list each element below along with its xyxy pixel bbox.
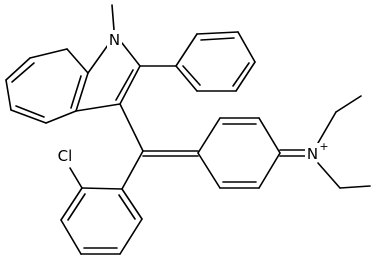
iminium-charge-label: + [319, 140, 328, 153]
chlorine-atom: Cl [52, 146, 78, 165]
indole-nitrogen-atom: N [107, 30, 122, 49]
indole-to-central-bond [119, 103, 144, 152]
indole-nitrogen-label: N [109, 31, 120, 49]
chlorine-label: Cl [58, 147, 73, 165]
n-methyl-bond [111, 4, 115, 31]
indole-benzo-ring [5, 48, 89, 124]
chlorophenyl-ring [60, 187, 143, 255]
iminium-nitrogen-label: N [307, 145, 318, 163]
ethyl-groups [317, 95, 371, 189]
central-to-chlorophenyl-bond [121, 150, 144, 190]
c-cl-bond [69, 167, 83, 189]
exocyclic-double-bond [142, 150, 199, 157]
iminium-nitrogen-atom: N + [305, 140, 329, 163]
indole-pyrrole-ring [75, 42, 141, 112]
iminium-double-bond [279, 149, 307, 157]
quinoid-ring [197, 117, 281, 189]
phenyl-ring [139, 31, 256, 92]
